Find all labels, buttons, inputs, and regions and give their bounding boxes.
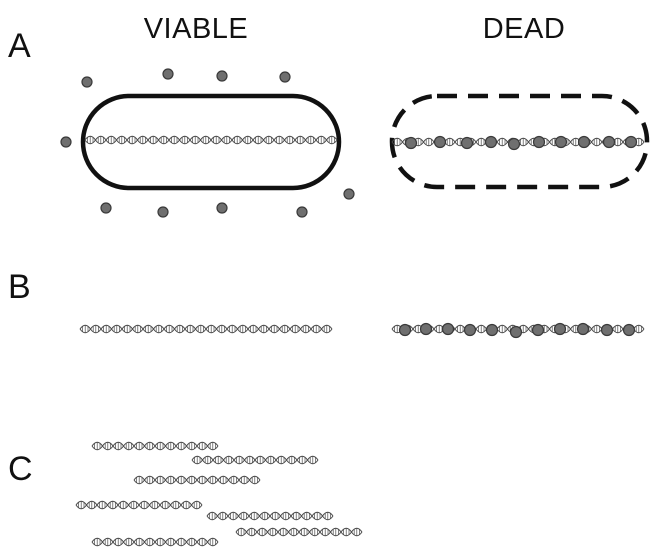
dye-dot [162,68,174,80]
amplified-dna-copies [76,442,362,546]
bound-dye-dot [531,323,545,337]
dna-helix-viable-b [80,325,332,333]
bound-dye-dot [622,323,636,337]
dye-dot [60,136,72,148]
panel-label-a: A [8,27,31,65]
bound-dye-dot [602,135,616,149]
viable-outer-dye-dots [60,68,355,218]
bound-dye-dot [460,136,474,150]
column-heading-viable: VIABLE [144,13,249,45]
bound-dye-dot [441,322,455,336]
bound-dye-dot [433,135,447,149]
dye-dot [216,70,228,82]
dna-amplicon [192,456,318,464]
dye-dot [81,76,93,88]
bound-dye-dot [485,323,499,337]
dye-dot [343,188,355,200]
dye-dot [279,71,291,83]
dna-helix-viable-a [85,136,337,144]
bound-dye-dot [509,325,523,339]
column-heading-dead: DEAD [483,13,566,45]
bound-dye-dot [484,135,498,149]
dna-amplicon [92,538,218,546]
bound-dye-dot [532,135,546,149]
intact-membrane-outline [80,93,342,191]
dye-dot [296,206,308,218]
bound-dye-dot [554,135,568,149]
panel-label-c: C [8,450,33,488]
bound-dye-dot [507,137,521,151]
panel-label-b: B [8,268,31,306]
bound-dye-dot [624,135,638,149]
dna-amplicon [92,442,218,450]
bound-dye-dots-a [404,135,638,151]
bound-dye-dot [463,323,477,337]
bound-dye-dot [419,322,433,336]
dna-amplicon [76,501,202,509]
bound-dye-dot [600,323,614,337]
dna-amplicon [236,528,362,536]
dye-dot [100,202,112,214]
bound-dye-dot [577,135,591,149]
dye-dot [216,202,228,214]
dna-amplicon [134,476,260,484]
dye-dot [157,206,169,218]
viable-cell-icon [80,93,342,191]
bound-dye-dot [404,136,418,150]
dead-cell-icon [389,93,650,190]
bound-dye-dot [576,322,590,336]
dna-amplicon [207,512,333,520]
bound-dye-dot [398,323,412,337]
dye-bound-dna-dead-b [392,322,644,339]
bound-dye-dot [553,322,567,336]
